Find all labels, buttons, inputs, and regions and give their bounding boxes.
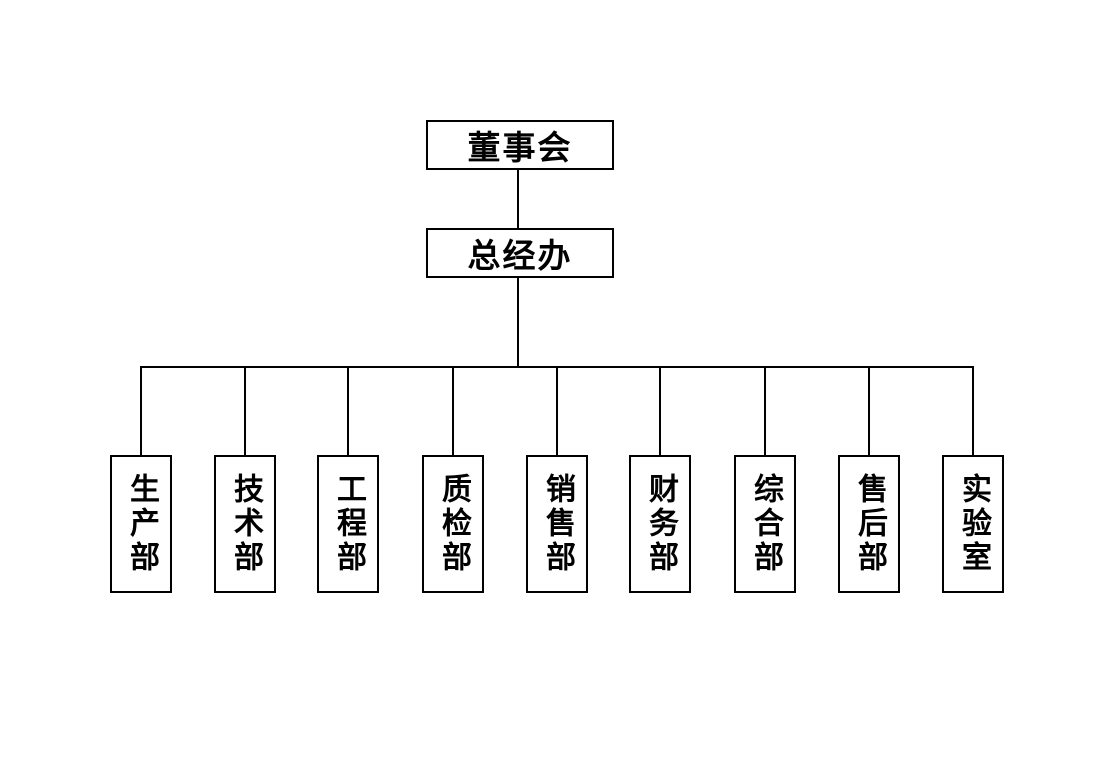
connector-drop-finance xyxy=(659,367,661,455)
org-node-office-label: 总经办 xyxy=(467,239,573,275)
org-node-dept-label: 销售部 xyxy=(541,473,574,575)
connector-drop-production xyxy=(140,367,142,455)
org-node-dept-laboratory: 实验室 xyxy=(942,455,1004,593)
connector-office-bus xyxy=(517,276,519,367)
org-node-dept-label: 工程部 xyxy=(332,473,365,575)
connector-drop-general xyxy=(764,367,766,455)
org-node-dept-production: 生产部 xyxy=(110,455,172,593)
connector-board-office xyxy=(517,170,519,228)
org-node-board-label: 董事会 xyxy=(467,131,573,167)
org-node-dept-finance: 财务部 xyxy=(629,455,691,593)
connector-drop-quality xyxy=(452,367,454,455)
org-node-dept-label: 综合部 xyxy=(749,473,782,575)
org-node-dept-label: 技术部 xyxy=(229,473,262,575)
org-node-office: 总经办 xyxy=(426,228,614,278)
org-node-dept-label: 财务部 xyxy=(644,473,677,575)
org-node-dept-general: 综合部 xyxy=(734,455,796,593)
org-node-dept-quality: 质检部 xyxy=(422,455,484,593)
org-node-dept-label: 实验室 xyxy=(957,473,990,575)
org-node-dept-sales: 销售部 xyxy=(526,455,588,593)
org-node-dept-aftersales: 售后部 xyxy=(838,455,900,593)
connector-drop-sales xyxy=(556,367,558,455)
connector-drop-technology xyxy=(244,367,246,455)
org-node-dept-label: 售后部 xyxy=(853,473,886,575)
connector-drop-laboratory xyxy=(972,367,974,455)
org-node-dept-engineering: 工程部 xyxy=(317,455,379,593)
connector-drop-aftersales xyxy=(868,367,870,455)
org-node-dept-label: 生产部 xyxy=(125,473,158,575)
connector-drop-engineering xyxy=(347,367,349,455)
org-node-board: 董事会 xyxy=(426,120,614,170)
org-node-dept-technology: 技术部 xyxy=(214,455,276,593)
org-node-dept-label: 质检部 xyxy=(437,473,470,575)
